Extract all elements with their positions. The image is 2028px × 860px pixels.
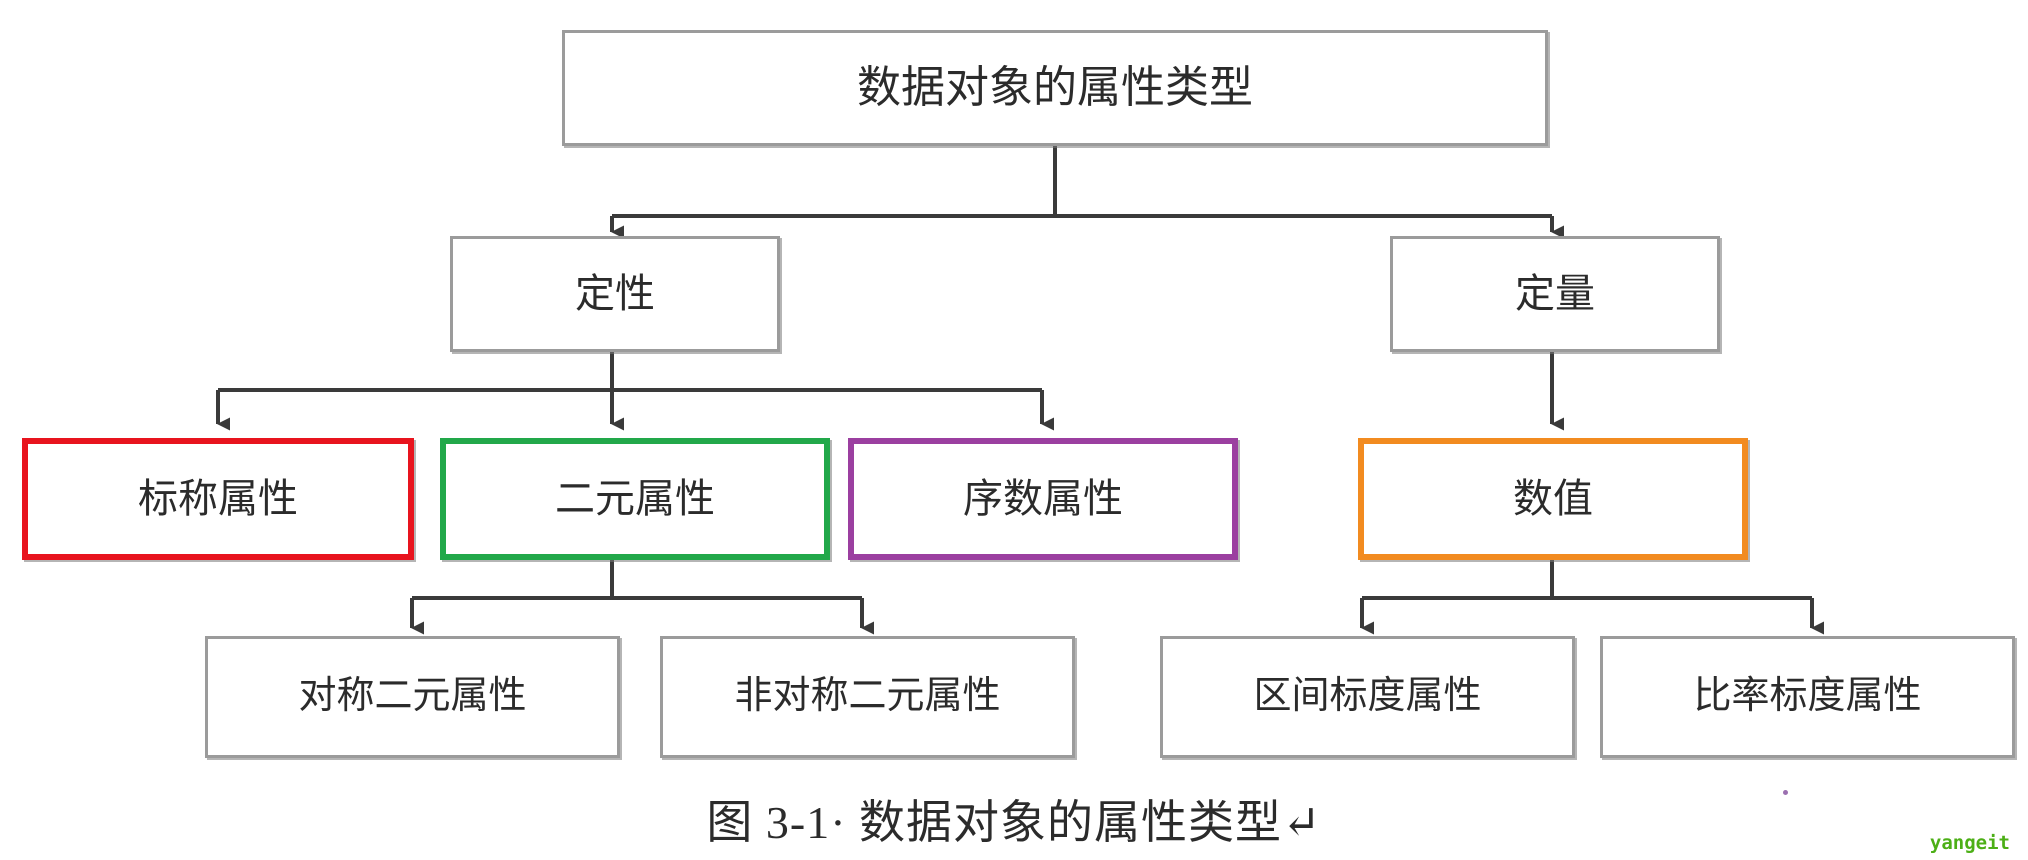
node-asymmetric-binary[interactable]: 非对称二元属性 (660, 636, 1075, 758)
node-interval-scaled-label: 区间标度属性 (1253, 675, 1482, 718)
node-symmetric-binary[interactable]: 对称二元属性 (205, 636, 620, 758)
node-nominal[interactable]: 标称属性 (22, 438, 414, 560)
node-ordinal-label: 序数属性 (963, 476, 1123, 521)
figure-caption: 图 3-1· 数据对象的属性类型↵ (706, 797, 1322, 848)
watermark-label: yangeit (1929, 832, 2010, 854)
node-binary[interactable]: 二元属性 (440, 438, 830, 560)
node-root-label: 数据对象的属性类型 (857, 62, 1253, 112)
node-binary-label: 二元属性 (555, 476, 715, 521)
stray-dot-artifact (1783, 790, 1788, 795)
node-ratio-scaled[interactable]: 比率标度属性 (1600, 636, 2015, 758)
node-asymmetric-binary-label: 非对称二元属性 (734, 675, 1001, 718)
node-quantitative[interactable]: 定量 (1390, 236, 1720, 352)
node-ordinal[interactable]: 序数属性 (848, 438, 1238, 560)
node-numeric[interactable]: 数值 (1358, 438, 1748, 560)
node-nominal-label: 标称属性 (138, 476, 298, 521)
node-root[interactable]: 数据对象的属性类型 (562, 30, 1548, 146)
node-ratio-scaled-label: 比率标度属性 (1693, 675, 1922, 718)
node-interval-scaled[interactable]: 区间标度属性 (1160, 636, 1575, 758)
node-qualitative[interactable]: 定性 (450, 236, 780, 352)
node-quantitative-label: 定量 (1515, 271, 1595, 316)
node-qualitative-label: 定性 (575, 271, 655, 316)
node-symmetric-binary-label: 对称二元属性 (298, 675, 527, 718)
node-numeric-label: 数值 (1513, 476, 1593, 521)
